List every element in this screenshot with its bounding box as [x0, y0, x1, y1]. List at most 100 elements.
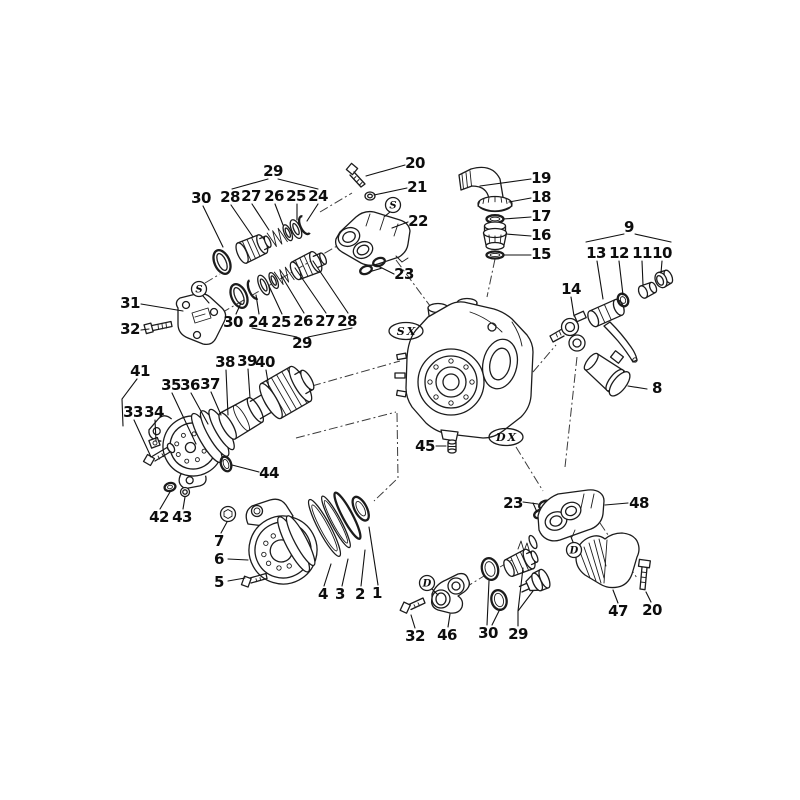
callout-48: 48: [629, 494, 649, 512]
part-30-orings-bottom-drawing: [480, 557, 508, 612]
callout-2: 2: [355, 585, 365, 603]
callout-44: 44: [259, 464, 279, 482]
leader-line-23: [522, 501, 539, 505]
part-10-cap-drawing: [654, 269, 674, 289]
callout-29: 29: [263, 162, 283, 180]
leader-line-26: [280, 274, 305, 314]
leader-line-32: [140, 328, 150, 331]
part-31-bracket-drawing: [175, 292, 227, 346]
leader-line-24: [255, 294, 260, 315]
callout-18: 18: [531, 188, 551, 206]
leader-line-31: [140, 303, 184, 312]
callout-31: 31: [120, 294, 140, 312]
port-mark-S: S: [195, 285, 202, 296]
callout-37: 37: [200, 375, 220, 393]
callout-30: 30: [223, 313, 243, 331]
diaphragm-stack-drawing: [248, 491, 370, 585]
leader-line-32: [410, 614, 416, 629]
leader-line-24: [306, 203, 319, 222]
callout-17: 17: [531, 207, 551, 225]
leader-line-6: [227, 558, 249, 561]
leader-line-8: [627, 385, 648, 390]
part-33-bolt-drawing: [142, 442, 176, 467]
crank-assembly-drawing: [148, 365, 315, 490]
callout-24: 24: [308, 187, 328, 205]
callout-5: 5: [214, 573, 224, 591]
part-47-shield-drawing: [575, 532, 640, 589]
leader-line-23: [372, 263, 395, 275]
leader-line-21: [373, 187, 408, 196]
callout-9: 9: [624, 218, 634, 236]
callout-16: 16: [531, 226, 551, 244]
part-11-fitting-drawing: [637, 281, 658, 299]
leader-line-14: [570, 296, 575, 317]
leader-line-26: [274, 203, 284, 226]
callout-25: 25: [286, 187, 306, 205]
leader-line-46: [447, 613, 451, 628]
leader-line-5: [227, 577, 246, 582]
part-7-plug-drawing: [219, 505, 237, 523]
leader-line-20: [645, 591, 652, 603]
callout-20: 20: [405, 154, 425, 172]
part-15-oring-drawing: [485, 250, 505, 260]
mark-line-D: [431, 588, 439, 596]
callout-23: 23: [394, 265, 414, 283]
leader-line-27: [251, 203, 270, 231]
leader-line-44: [231, 464, 260, 473]
part-20-bolt-top-drawing: [345, 162, 366, 188]
side-badge-outline-DX: [488, 427, 524, 447]
leader-line-34: [154, 419, 157, 442]
callout-32: 32: [405, 627, 425, 645]
leader-line-30: [235, 302, 242, 315]
part-32-bolt-left-drawing: [143, 320, 173, 335]
port-mark-outline-D: [418, 574, 436, 592]
port-mark-D: D: [422, 579, 432, 590]
callout-21: 21: [407, 178, 427, 196]
leader-line-29: [277, 178, 319, 190]
callout-27: 27: [241, 187, 261, 205]
callout-34: 34: [144, 403, 164, 421]
leader-line-42: [159, 491, 171, 510]
part-valve-kit-upper-drawing: [212, 215, 311, 275]
callout-45: 45: [415, 437, 435, 455]
leader-line-28: [230, 204, 254, 238]
port-mark-outline-S: [384, 196, 402, 214]
pump-body-drawing: [394, 297, 534, 442]
callout-20: 20: [642, 601, 662, 619]
leader-line-23: [368, 267, 383, 273]
leader-line-41: [121, 378, 138, 427]
callout-40: 40: [255, 353, 275, 371]
callout-36: 36: [180, 376, 200, 394]
leader-line-16: [505, 233, 532, 237]
callout-10: 10: [652, 244, 672, 262]
port-mark-S: S: [389, 201, 396, 212]
leader-line-29: [231, 178, 269, 190]
part-46-bracket-drawing: [430, 572, 470, 614]
callout-12: 12: [609, 244, 629, 262]
part-44-oring-drawing: [219, 455, 233, 473]
callout-8: 8: [652, 379, 662, 397]
leader-line-30: [486, 580, 490, 626]
part-21-nut-drawing: [364, 191, 376, 201]
callout-19: 19: [531, 169, 551, 187]
leader-line-30: [202, 205, 224, 248]
part-13-valve-drawing: [587, 298, 638, 363]
leader-line-38: [225, 369, 229, 416]
port-mark-outline-S: [190, 280, 208, 298]
leader-line-19: [479, 178, 532, 187]
leader-line-18: [508, 197, 532, 203]
callout-32: 32: [120, 320, 140, 338]
callout-14: 14: [561, 280, 581, 298]
callout-27: 27: [315, 312, 335, 330]
leader-line-39: [247, 368, 251, 399]
callout-33: 33: [123, 403, 143, 421]
mark-line-D: [570, 536, 574, 543]
callout-30: 30: [478, 624, 498, 642]
callout-38: 38: [215, 353, 235, 371]
leader-line-20: [365, 164, 406, 177]
callout-26: 26: [264, 187, 284, 205]
leader-line-12: [618, 260, 624, 296]
leader-line-48: [604, 502, 629, 506]
leader-line-29: [251, 327, 298, 338]
